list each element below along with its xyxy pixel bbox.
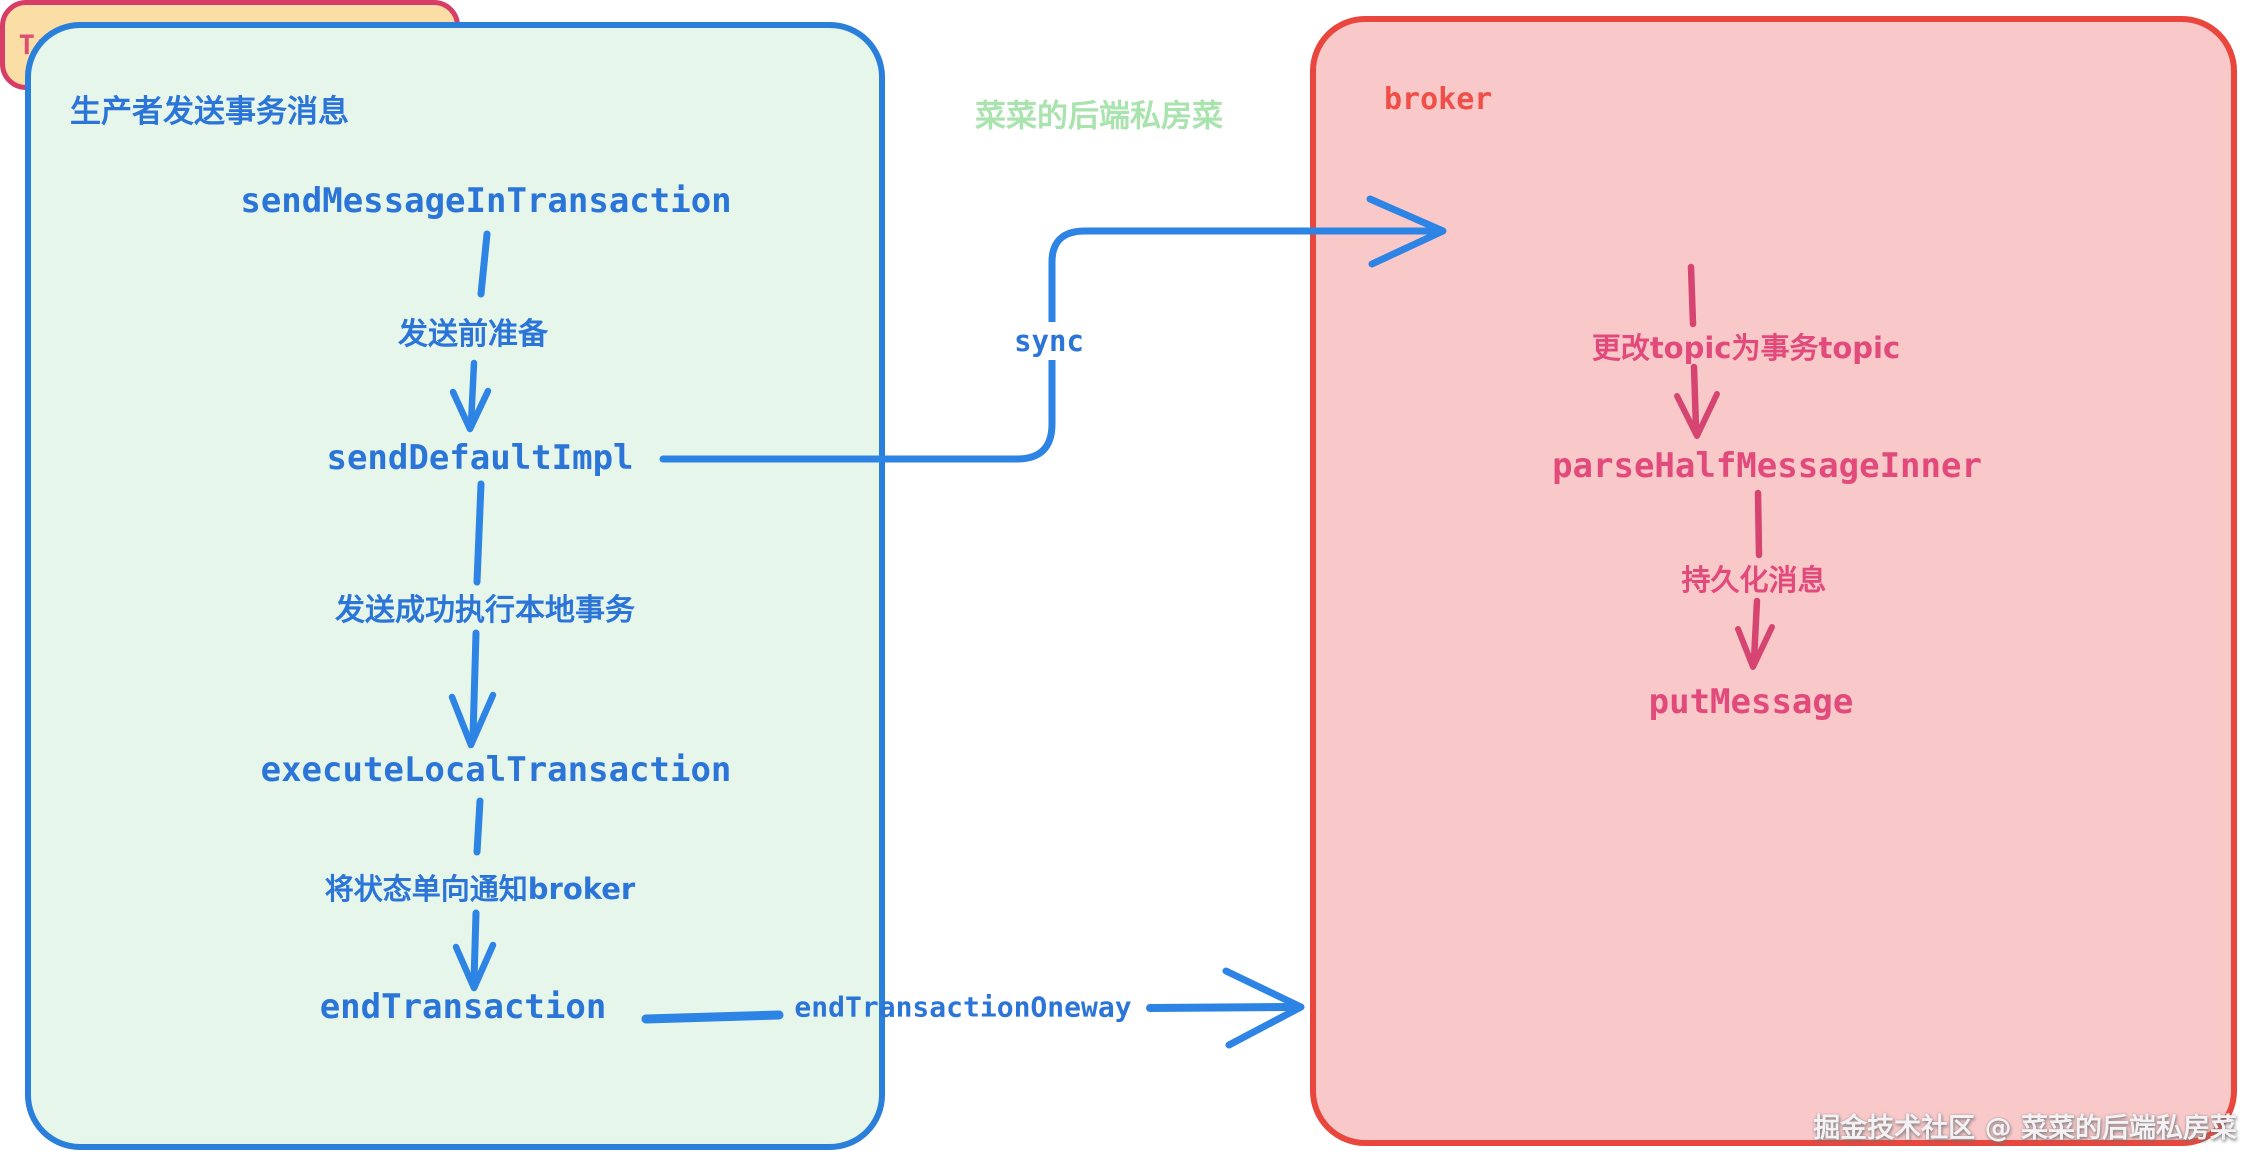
center-watermark: 菜菜的后端私房菜	[975, 98, 1223, 135]
node-send-message-in-transaction: sendMessageInTransaction	[240, 181, 732, 221]
edge-label-sync: sync	[1005, 322, 1093, 360]
edge-label-notify-broker: 将状态单向通知broker	[324, 872, 636, 906]
producer-title: 生产者发送事务消息	[70, 94, 349, 130]
node-end-transaction: endTransaction	[319, 987, 607, 1027]
bottom-right-watermark: 掘金技术社区 @ 菜菜的后端私房菜	[1813, 1113, 2237, 1144]
edge-label-change-topic: 更改topic为事务topic	[1591, 331, 1901, 365]
node-put-message: putMessage	[1648, 682, 1854, 722]
node-execute-local-transaction: executeLocalTransaction	[260, 750, 732, 790]
edge-label-persist: 持久化消息	[1681, 563, 1827, 597]
edge-label-exec-local: 发送成功执行本地事务	[335, 593, 635, 628]
node-parse-half-message-inner: parseHalfMessageInner	[1552, 446, 1982, 486]
broker-title: broker	[1384, 82, 1493, 117]
edge-label-prepare: 发送前准备	[398, 317, 548, 352]
edge-label-end-transaction-oneway: endTransactionOneway	[794, 990, 1132, 1024]
broker-box	[1310, 16, 2237, 1146]
node-send-default-impl: sendDefaultImpl	[326, 438, 634, 478]
